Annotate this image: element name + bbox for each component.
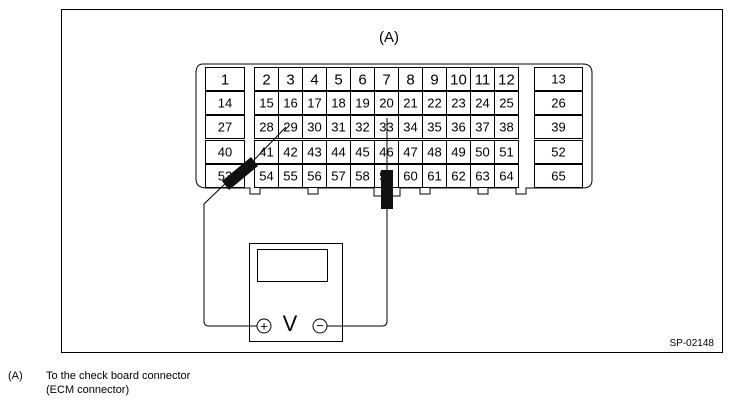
pin-number: 1 xyxy=(221,72,229,89)
pin-number: 16 xyxy=(283,96,297,111)
pin-number: 6 xyxy=(358,72,366,89)
pin-number: 7 xyxy=(382,72,390,89)
pin-number: 63 xyxy=(475,169,489,184)
caption-text: To the check board connector (ECM connec… xyxy=(46,369,190,397)
pin-cell xyxy=(534,91,583,115)
pin-number: 43 xyxy=(307,145,321,160)
pin-number: 38 xyxy=(499,120,513,135)
pin-number: 2 xyxy=(262,72,270,89)
pin-number: 12 xyxy=(498,72,515,89)
pin-number: 42 xyxy=(283,145,297,160)
pin-number: 3 xyxy=(286,72,294,89)
pin-cell xyxy=(494,140,519,164)
pin-cell xyxy=(534,115,583,139)
caption-line-1: To the check board connector xyxy=(46,370,191,382)
pin-number: 18 xyxy=(331,96,345,111)
pin-number: 32 xyxy=(355,120,369,135)
negative-terminal-symbol: − xyxy=(316,318,324,333)
pin-number: 29 xyxy=(283,120,297,135)
pin-number: 13 xyxy=(551,72,565,87)
pin-number: 60 xyxy=(403,169,417,184)
pin-number: 58 xyxy=(355,169,369,184)
pin-number: 56 xyxy=(307,169,321,184)
voltmeter-display xyxy=(257,249,328,282)
pin-number: 23 xyxy=(451,96,465,111)
pin-number: 22 xyxy=(427,96,441,111)
pin-number: 45 xyxy=(355,145,369,160)
pin-number: 4 xyxy=(310,72,318,89)
pin-number: 47 xyxy=(403,145,417,160)
connector-label: (A) xyxy=(379,29,399,46)
negative-lead-wire xyxy=(327,209,388,327)
pin-number: 35 xyxy=(427,120,441,135)
pin-cell xyxy=(494,164,519,188)
pin-number: 24 xyxy=(475,96,489,111)
pin-number: 14 xyxy=(218,96,232,111)
pin-number: 65 xyxy=(551,169,565,184)
figure-frame xyxy=(61,9,723,353)
pin-number: 17 xyxy=(307,96,321,111)
positive-lead-wire xyxy=(203,179,257,327)
pin-number: 57 xyxy=(331,169,345,184)
pin-number: 64 xyxy=(499,169,513,184)
pin-number: 27 xyxy=(218,120,232,135)
pin-number: 9 xyxy=(430,72,438,89)
pin-number: 25 xyxy=(499,96,513,111)
pin-number: 37 xyxy=(475,120,489,135)
pin-number: 31 xyxy=(331,120,345,135)
negative-probe xyxy=(381,118,393,209)
pin-number: 62 xyxy=(451,169,465,184)
pin-number: 54 xyxy=(259,169,273,184)
pin-number: 10 xyxy=(450,72,467,89)
pin-number: 39 xyxy=(551,120,565,135)
pin-number: 11 xyxy=(475,72,491,89)
caption-label: (A) xyxy=(8,370,23,382)
pin-cell xyxy=(494,91,519,115)
pin-number: 36 xyxy=(451,120,465,135)
pin-number: 55 xyxy=(283,169,297,184)
pin-cell xyxy=(205,115,245,139)
pin-cell xyxy=(205,91,245,115)
pin-number: 41 xyxy=(259,145,273,160)
positive-probe xyxy=(222,126,287,190)
pin-number: 21 xyxy=(403,96,417,111)
pin-number: 52 xyxy=(551,145,565,160)
pin-cell xyxy=(534,67,583,91)
pin-number: 34 xyxy=(403,120,417,135)
pin-cell xyxy=(534,140,583,164)
pin-number: 28 xyxy=(259,120,273,135)
pin-number: 48 xyxy=(427,145,441,160)
pin-number: 26 xyxy=(551,96,565,111)
pin-number: 49 xyxy=(451,145,465,160)
pin-number: 20 xyxy=(379,96,393,111)
pin-number: 61 xyxy=(427,169,441,184)
pin-number: 30 xyxy=(307,120,321,135)
pin-cell xyxy=(534,164,583,188)
pin-number: 15 xyxy=(259,96,273,111)
pin-cell xyxy=(494,67,519,91)
pin-cell xyxy=(205,67,245,91)
pin-number: 40 xyxy=(218,145,232,160)
pin-cell xyxy=(494,115,519,139)
pin-number: 5 xyxy=(334,72,342,89)
pin-cell xyxy=(205,140,245,164)
pin-number: 51 xyxy=(499,145,513,160)
pin-number: 44 xyxy=(331,145,345,160)
positive-terminal-symbol: + xyxy=(260,319,268,334)
figure-code: SP-02148 xyxy=(670,338,715,349)
voltmeter-symbol: V xyxy=(283,311,298,336)
pin-number: 19 xyxy=(355,96,369,111)
pin-number: 50 xyxy=(475,145,489,160)
pin-number: 8 xyxy=(406,72,414,89)
caption-line-2: (ECM connector) xyxy=(46,384,130,396)
